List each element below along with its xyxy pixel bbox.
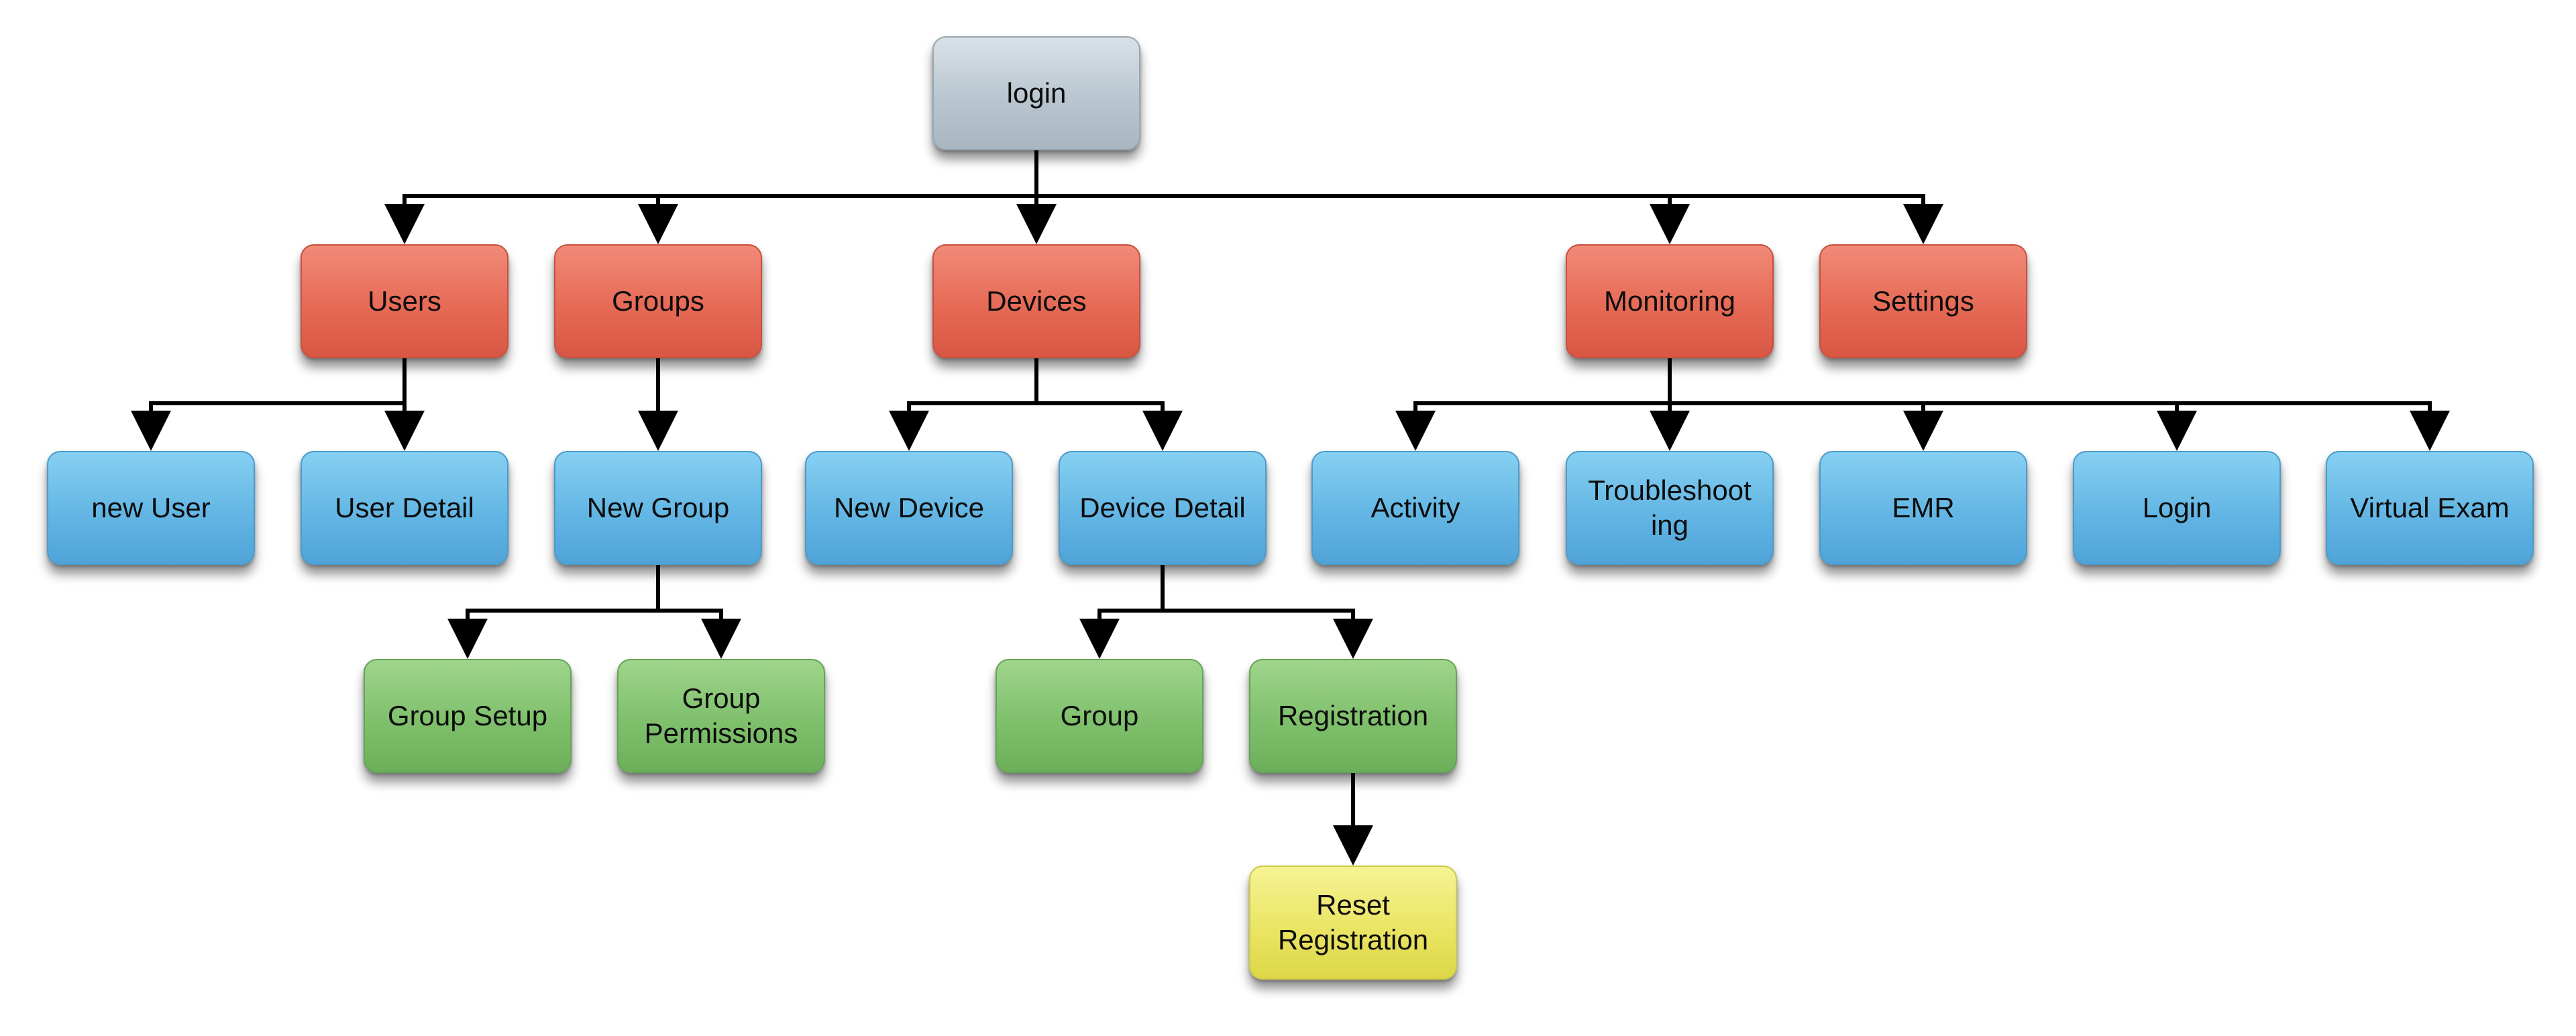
node-new-group-label: New Group xyxy=(586,492,730,523)
node-virtual-exam[interactable]: Virtual Exam xyxy=(2326,451,2534,565)
node-group-permissions-label: Group Permissions xyxy=(644,682,798,749)
node-monitoring[interactable]: Monitoring xyxy=(1566,244,1774,358)
node-virtual-exam-label: Virtual Exam xyxy=(2350,492,2510,523)
node-new-user[interactable]: new User xyxy=(47,451,255,565)
node-reset-registration[interactable]: Reset Registration xyxy=(1249,866,1457,980)
node-new-device-label: New Device xyxy=(833,492,985,523)
node-new-group[interactable]: New Group xyxy=(554,451,762,565)
node-login-monitor[interactable]: Login xyxy=(2073,451,2281,565)
node-new-user-label: new User xyxy=(91,492,211,523)
node-group-label: Group xyxy=(1060,700,1139,731)
node-login-label: login xyxy=(1006,77,1067,109)
node-troubleshooting-label: Troubleshoot ing xyxy=(1588,474,1752,541)
node-settings[interactable]: Settings xyxy=(1819,244,2027,358)
node-login[interactable]: login xyxy=(932,36,1140,150)
node-device-detail-label: Device Detail xyxy=(1079,492,1246,523)
node-devices-label: Devices xyxy=(986,285,1087,317)
node-group-permissions[interactable]: Group Permissions xyxy=(617,659,825,773)
node-devices[interactable]: Devices xyxy=(932,244,1140,358)
node-registration[interactable]: Registration xyxy=(1249,659,1457,773)
node-new-device[interactable]: New Device xyxy=(805,451,1013,565)
node-groups[interactable]: Groups xyxy=(554,244,762,358)
node-settings-label: Settings xyxy=(1872,285,1974,317)
node-user-detail[interactable]: User Detail xyxy=(301,451,508,565)
node-emr[interactable]: EMR xyxy=(1819,451,2027,565)
node-login-monitor-label: Login xyxy=(2142,492,2212,523)
node-monitoring-label: Monitoring xyxy=(1603,285,1736,317)
node-troubleshooting[interactable]: Troubleshoot ing xyxy=(1566,451,1774,565)
node-registration-label: Registration xyxy=(1277,700,1429,731)
node-groups-label: Groups xyxy=(612,285,704,317)
node-reset-registration-label: Reset Registration xyxy=(1277,889,1429,955)
node-device-detail[interactable]: Device Detail xyxy=(1059,451,1267,565)
node-user-detail-label: User Detail xyxy=(335,492,474,523)
node-users-label: Users xyxy=(368,285,441,317)
node-group-setup-label: Group Setup xyxy=(387,700,548,731)
node-emr-label: EMR xyxy=(1892,492,1955,523)
node-activity[interactable]: Activity xyxy=(1311,451,1519,565)
node-group[interactable]: Group xyxy=(996,659,1203,773)
node-activity-label: Activity xyxy=(1371,492,1460,523)
node-users[interactable]: Users xyxy=(301,244,508,358)
node-group-setup[interactable]: Group Setup xyxy=(364,659,572,773)
